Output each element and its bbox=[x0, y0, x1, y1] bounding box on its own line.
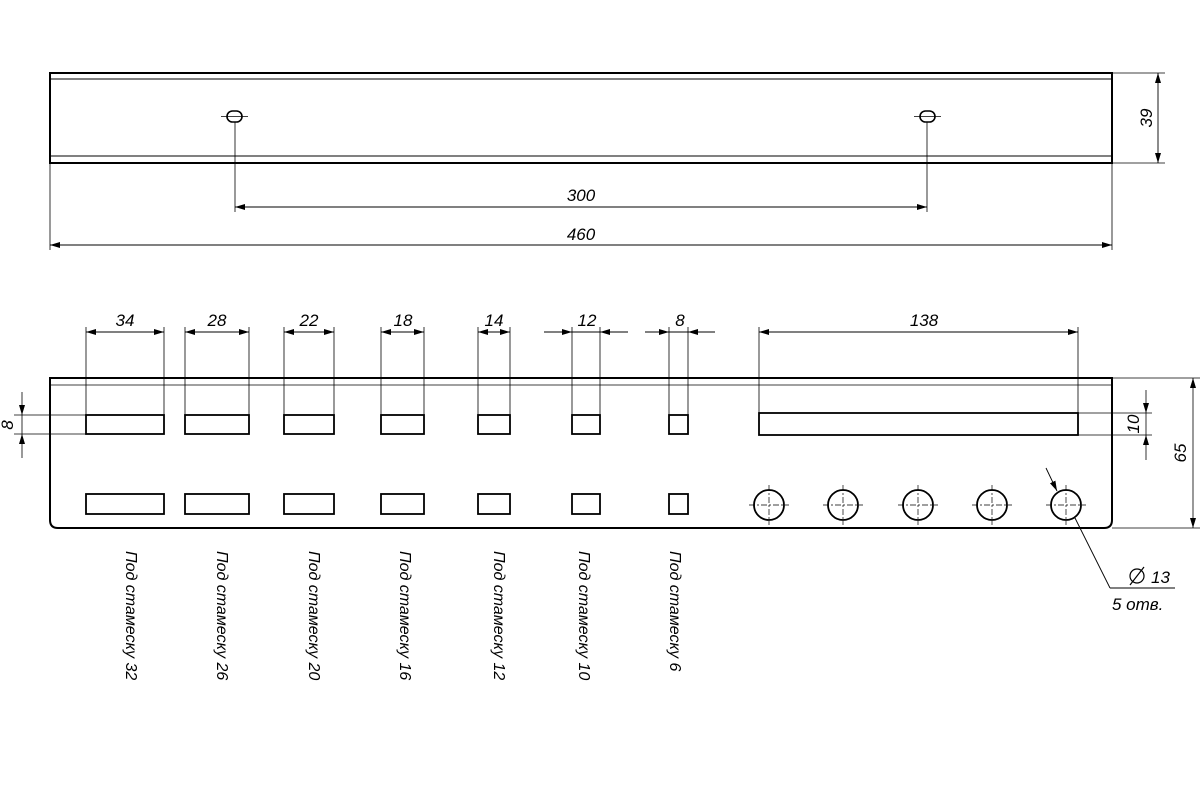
dim-28-label: 28 bbox=[207, 311, 227, 330]
slot-long-138 bbox=[758, 412, 1079, 436]
dim-14-label: 14 bbox=[485, 311, 504, 330]
diameter-leader bbox=[1045, 467, 1175, 589]
hole-centerlines bbox=[749, 485, 1086, 525]
slot-upper-18 bbox=[380, 414, 425, 435]
chisel-label-20: Под стамеску 20 bbox=[305, 551, 322, 680]
slot-upper-8 bbox=[668, 414, 689, 435]
slot-upper-22 bbox=[283, 414, 335, 435]
chisel-label-32: Под стамеску 32 bbox=[122, 551, 139, 680]
dim-300-label: 300 bbox=[567, 186, 596, 205]
diameter-symbol bbox=[1129, 566, 1145, 586]
dim-18-label: 18 bbox=[394, 311, 413, 330]
slot-upper-12 bbox=[571, 414, 601, 435]
dim-138-label: 138 bbox=[910, 311, 939, 330]
front-view bbox=[14, 327, 1200, 589]
diameter-value: 13 bbox=[1151, 568, 1170, 587]
slot-lower-34 bbox=[85, 493, 165, 515]
dim-22-label: 22 bbox=[299, 311, 319, 330]
chisel-label-26: Под стамеску 26 bbox=[213, 551, 230, 680]
slot-lower-12 bbox=[571, 493, 601, 515]
dim-8-height-label: 8 bbox=[0, 420, 17, 430]
top-view bbox=[49, 72, 1165, 250]
dim-8-label: 8 bbox=[675, 311, 685, 330]
slot-upper-28 bbox=[184, 414, 250, 435]
slot-upper-34 bbox=[85, 414, 165, 435]
hole-count-label: 5 отв. bbox=[1112, 595, 1163, 614]
slot-lower-22 bbox=[283, 493, 335, 515]
dim-39-label: 39 bbox=[1137, 108, 1156, 127]
chisel-label-12: Под стамеску 12 bbox=[490, 551, 507, 680]
dim-65-label: 65 bbox=[1171, 443, 1190, 462]
dim-34-label: 34 bbox=[116, 311, 135, 330]
slot-upper-14 bbox=[477, 414, 511, 435]
slot-lower-28 bbox=[184, 493, 250, 515]
dim-12-label: 12 bbox=[578, 311, 597, 330]
chisel-label-6: Под стамеску 6 bbox=[666, 551, 683, 672]
dim-460-label: 460 bbox=[567, 225, 596, 244]
dim-10-label: 10 bbox=[1124, 414, 1143, 433]
front-view-outline bbox=[49, 377, 1113, 529]
top-view-outline bbox=[49, 72, 1113, 164]
slot-lower-8 bbox=[668, 493, 689, 515]
slot-lower-14 bbox=[477, 493, 511, 515]
chisel-label-16: Под стамеску 16 bbox=[396, 551, 413, 680]
chisel-label-10: Под стамеску 10 bbox=[575, 551, 592, 680]
slot-lower-18 bbox=[380, 493, 425, 515]
